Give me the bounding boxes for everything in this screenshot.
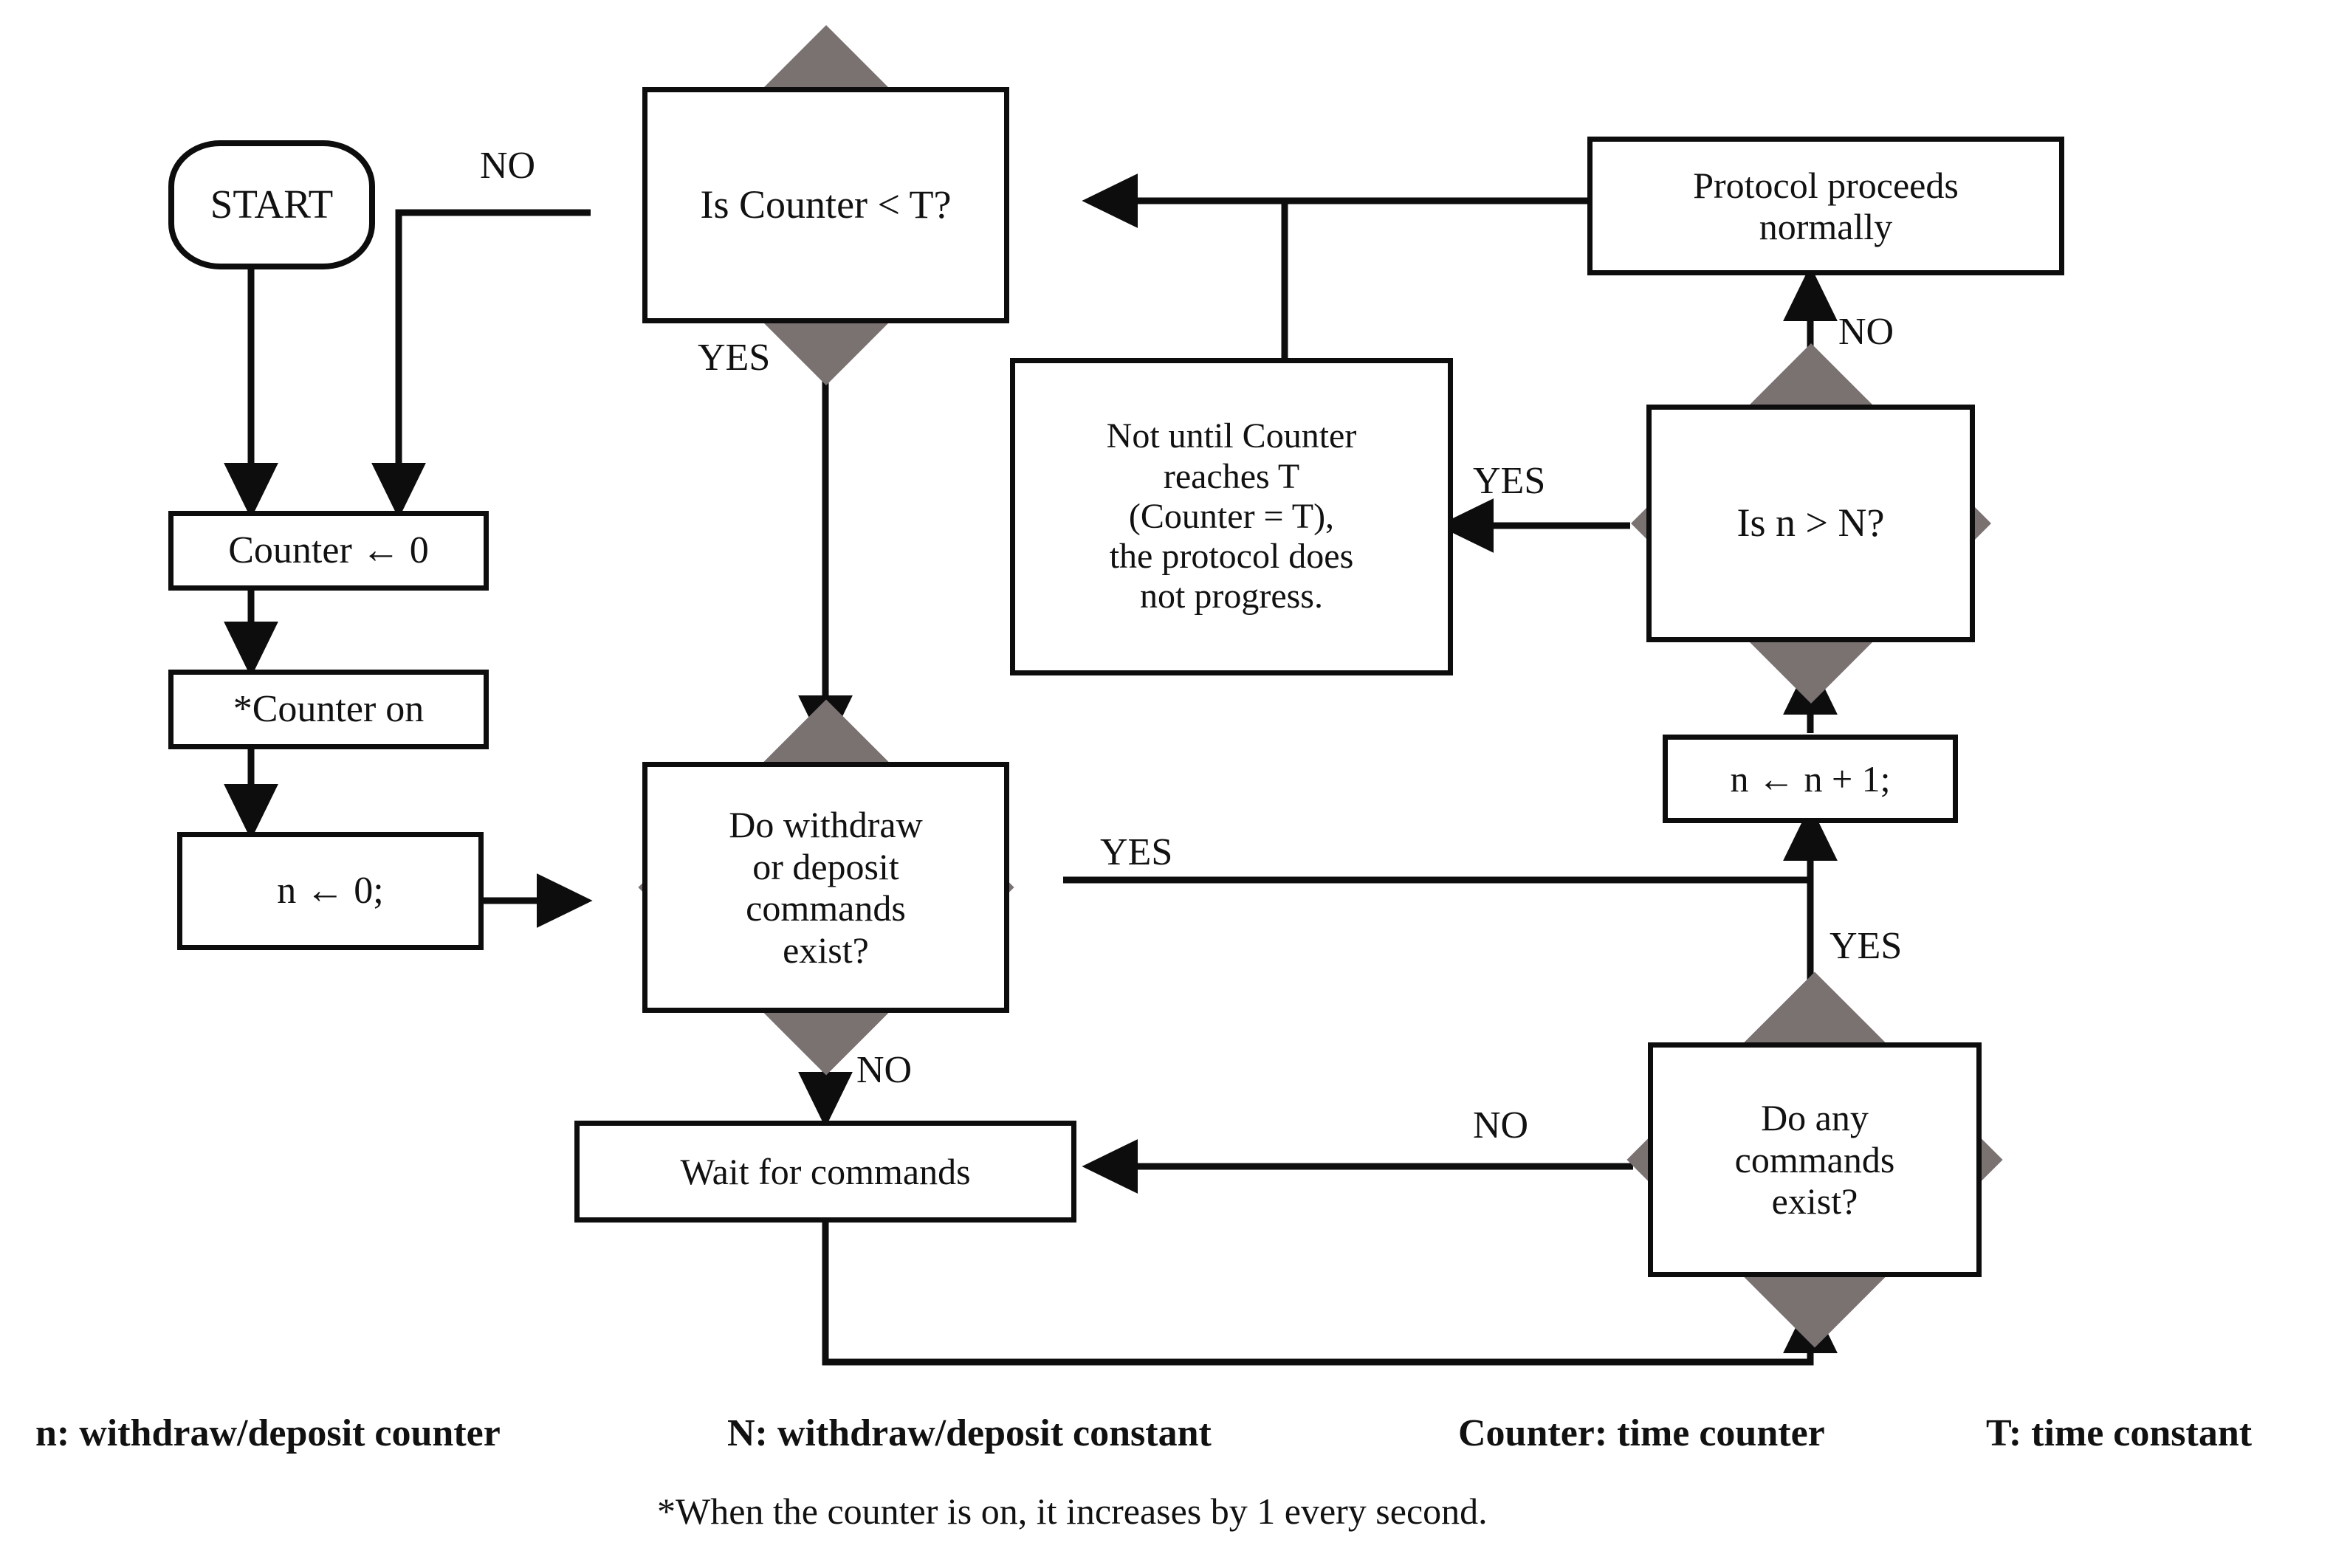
node-is-counter-lt-t[interactable]: Is Counter < T? — [642, 25, 1009, 385]
node-n-init-label: n ← 0; — [277, 869, 384, 912]
node-is-n-gt-n-label: Is n > N? — [1736, 501, 1885, 546]
node-protocol-proceeds[interactable]: Protocol proceeds normally — [1587, 137, 2064, 275]
node-is-counter-lt-t-label: Is Counter < T? — [700, 182, 952, 227]
node-wait-for-commands-label: Wait for commands — [680, 1150, 971, 1192]
edge-label-any-commands-yes: YES — [1830, 925, 1903, 967]
legend-item-T: T: time constant — [1986, 1412, 2253, 1454]
node-start-label: START — [210, 182, 334, 227]
decision-face: Is n > N? — [1646, 405, 1975, 642]
node-not-until-counter[interactable]: Not until Counter reaches T (Counter = T… — [1010, 358, 1453, 675]
node-wait-for-commands[interactable]: Wait for commands — [574, 1121, 1076, 1223]
decision-face: Is Counter < T? — [642, 87, 1009, 323]
edge-label-is-n-gt-n-no: NO — [1838, 311, 1894, 353]
edge-label-withdraw-yes: YES — [1100, 831, 1173, 873]
node-do-any-commands[interactable]: Do any commands exist? — [1626, 972, 2003, 1348]
node-n-increment-label: n ← n + 1; — [1730, 757, 1891, 800]
node-counter-on-label: *Counter on — [233, 687, 425, 730]
legend-item-N: N: withdraw/deposit constant — [727, 1412, 1212, 1454]
node-not-until-counter-label: Not until Counter reaches T (Counter = T… — [1106, 416, 1357, 616]
node-do-withdraw-or-deposit-label: Do withdraw or deposit commands exist? — [729, 804, 923, 971]
edge-counter-no-to-counter-init — [371, 209, 591, 519]
edge-label-withdraw-no: NO — [856, 1049, 913, 1091]
node-counter-init[interactable]: Counter ← 0 — [168, 511, 489, 591]
legend-item-counter: Counter: time counter — [1458, 1412, 1825, 1454]
edge-withdraw-yes-to-n-increment — [1063, 805, 1838, 884]
edge-label-any-commands-no: NO — [1473, 1104, 1529, 1146]
node-protocol-proceeds-label: Protocol proceeds normally — [1693, 164, 1959, 248]
node-do-any-commands-label: Do any commands exist? — [1734, 1097, 1895, 1223]
node-counter-init-label: Counter ← 0 — [228, 529, 429, 571]
node-start[interactable]: START — [168, 140, 375, 269]
edge-label-start-no: NO — [480, 145, 536, 187]
decision-face: Do any commands exist? — [1648, 1042, 1982, 1277]
legend-item-n: n: withdraw/deposit counter — [35, 1412, 501, 1454]
node-n-increment[interactable]: n ← n + 1; — [1663, 735, 1958, 823]
node-is-n-gt-n[interactable]: Is n > N? — [1630, 343, 1991, 704]
footnote-counter: *When the counter is on, it increases by… — [657, 1490, 1488, 1532]
node-do-withdraw-or-deposit[interactable]: Do withdraw or deposit commands exist? — [637, 699, 1014, 1076]
node-counter-on[interactable]: *Counter on — [168, 670, 489, 749]
edge-label-counter-yes: YES — [698, 337, 771, 379]
edge-label-is-n-gt-n-yes: YES — [1473, 460, 1546, 502]
node-n-init[interactable]: n ← 0; — [177, 832, 484, 950]
decision-face: Do withdraw or deposit commands exist? — [642, 762, 1009, 1013]
